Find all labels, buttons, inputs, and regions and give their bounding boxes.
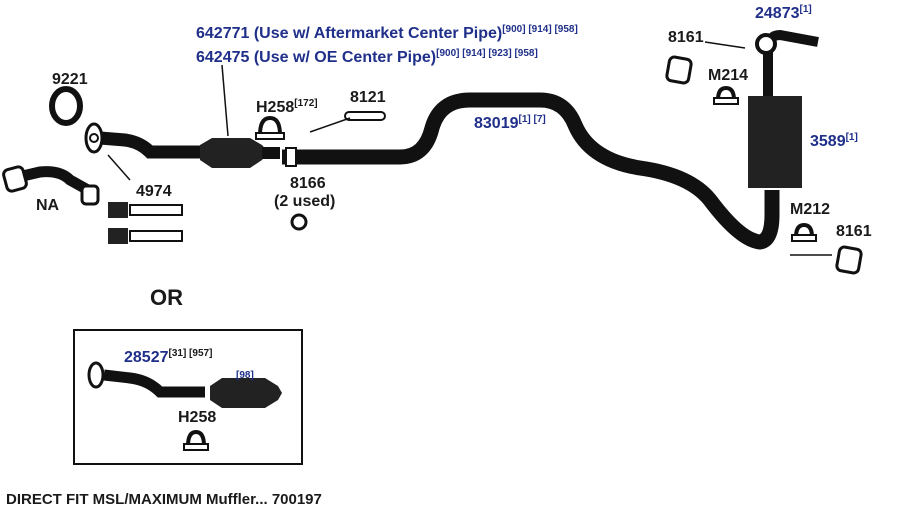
clamp-h258 bbox=[255, 115, 285, 140]
hanger-8121-label: 8121 bbox=[350, 89, 386, 106]
clamp-m214 bbox=[713, 85, 739, 105]
flange-8166-label: 8166 bbox=[290, 175, 326, 192]
or-label: OR bbox=[150, 285, 183, 310]
hanger-8121 bbox=[309, 111, 386, 133]
catalytic-converter bbox=[200, 138, 268, 168]
na-flange-left bbox=[2, 165, 28, 193]
alt-clamp-h258 bbox=[183, 429, 209, 451]
clamp-m212-label: M212 bbox=[790, 201, 830, 218]
hanger-8161-top bbox=[665, 41, 746, 85]
front-pipe bbox=[99, 131, 205, 159]
alt-front-flange bbox=[87, 361, 105, 389]
center-pipe-83019 bbox=[282, 92, 780, 250]
alt-pipe-label: 28527[31] [957] bbox=[124, 348, 212, 366]
bolt-kit-label: 4974 bbox=[136, 183, 172, 200]
alt-front-pipe bbox=[103, 369, 205, 398]
flange-8166-note: (2 used) bbox=[274, 193, 335, 210]
pipe-aftermarket-label: 642771 (Use w/ Aftermarket Center Pipe)[… bbox=[196, 24, 578, 42]
pipe-oe-label: 642475 (Use w/ OE Center Pipe)[900] [914… bbox=[196, 48, 538, 66]
pipe-leader bbox=[221, 64, 229, 137]
muffler-label: 3589[1] bbox=[810, 132, 858, 150]
clamp-m212 bbox=[791, 222, 817, 242]
flange-8166-ring bbox=[290, 213, 308, 231]
hanger-8161-bottom bbox=[790, 245, 863, 275]
hanger-bottom-label: 8161 bbox=[836, 223, 872, 240]
muffler-3589 bbox=[748, 96, 802, 188]
front-flange-hole bbox=[89, 133, 99, 143]
flange-8166 bbox=[285, 147, 297, 167]
alternative-box bbox=[73, 329, 303, 465]
na-manifold-pipe bbox=[12, 166, 91, 195]
alt-converter-ref: [98] bbox=[236, 370, 254, 381]
clamp-m214-label: M214 bbox=[708, 67, 748, 84]
gasket-9221 bbox=[49, 86, 83, 126]
tailpipe-loop bbox=[755, 33, 777, 55]
na-flange-right bbox=[80, 184, 100, 206]
bolt-kit-4974 bbox=[107, 154, 183, 244]
footer-title: DIRECT FIT MSL/MAXIMUM Muffler... 700197 bbox=[6, 491, 322, 508]
center-pipe-label: 83019[1] [7] bbox=[474, 114, 546, 132]
na-label: NA bbox=[36, 197, 60, 214]
gasket-label: 9221 bbox=[52, 71, 88, 88]
alt-clamp-label: H258 bbox=[178, 409, 216, 426]
clamp-h258-label: H258[172] bbox=[256, 98, 318, 116]
converter-outlet bbox=[262, 147, 280, 159]
alt-catalytic-converter bbox=[210, 378, 282, 408]
hanger-top-label: 8161 bbox=[668, 29, 704, 46]
tailpipe-label: 24873[1] bbox=[755, 4, 812, 22]
